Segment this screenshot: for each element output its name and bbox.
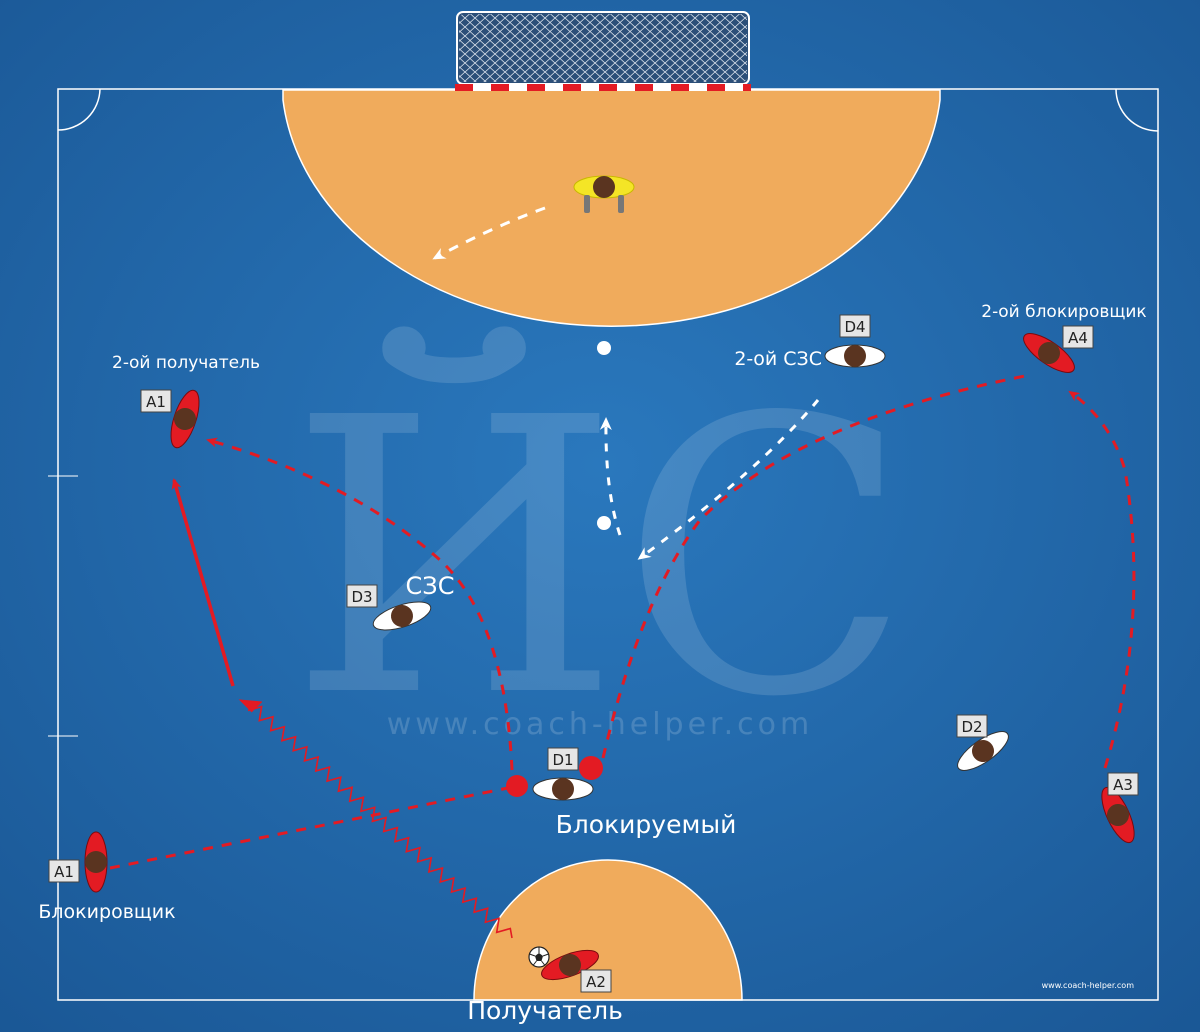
penalty-area-top — [282, 89, 941, 327]
attacker-a3 — [1101, 786, 1135, 844]
tag-d4: D4 — [839, 314, 871, 338]
path-second-receiver-run — [206, 437, 514, 771]
svg-text:A1: A1 — [54, 863, 74, 881]
watermark-url: www.coach-helper.com — [387, 707, 813, 742]
corner-arc-top-right — [1115, 88, 1159, 132]
penalty-mark — [597, 341, 611, 355]
defender-d4 — [824, 344, 886, 368]
corner-arc-top-left — [57, 88, 101, 131]
attacker-a2 — [541, 949, 599, 981]
pass-arrow — [171, 478, 235, 687]
corner-credit: www.coach-helper.com — [1042, 981, 1135, 990]
tag-d2: D2 — [956, 714, 988, 738]
svg-text:D3: D3 — [351, 588, 372, 606]
svg-text:D1: D1 — [552, 751, 573, 769]
defender-d1 — [532, 777, 594, 801]
defender-d3 — [372, 601, 432, 631]
path-blocker-run — [109, 786, 509, 870]
label-blocker: Блокировщик — [38, 901, 175, 923]
label-szs: СЗС — [406, 572, 455, 600]
svg-text:D4: D4 — [844, 318, 865, 336]
tag-a1-bottom: A1 — [48, 859, 80, 883]
label-receiver: Получатель — [467, 996, 623, 1025]
path-second-szs-move — [637, 399, 820, 560]
attacker-a1-bottom — [84, 831, 108, 893]
defender-d2 — [957, 731, 1009, 771]
block-marker-left — [506, 775, 528, 797]
tag-d3: D3 — [346, 584, 378, 608]
svg-text:A3: A3 — [1113, 776, 1133, 794]
label-second-szs: 2-ой СЗС — [734, 348, 822, 370]
path-szs-move — [599, 417, 622, 536]
tag-a3: A3 — [1107, 772, 1139, 796]
label-blocked: Блокируемый — [556, 810, 737, 839]
goalkeeper — [573, 175, 635, 213]
path-blocked-run — [601, 373, 1031, 759]
svg-text:A1: A1 — [146, 393, 166, 411]
tag-a4: A4 — [1062, 325, 1094, 349]
tag-a1-top: A1 — [140, 389, 172, 413]
watermark-monogram: ЙС — [289, 322, 911, 780]
svg-text:D2: D2 — [961, 718, 982, 736]
label-second-receiver: 2-ой получатель — [112, 353, 260, 373]
dribble-arrowhead — [238, 699, 263, 713]
attacker-a4 — [1023, 333, 1075, 373]
goal-net — [455, 11, 751, 91]
attacker-a1-top — [170, 389, 200, 449]
block-marker-right — [579, 756, 603, 780]
path-second-blocker-run — [1068, 390, 1136, 769]
watermark: ЙС — [289, 322, 911, 780]
svg-text:A2: A2 — [586, 973, 606, 991]
second-penalty-mark — [597, 516, 611, 530]
tag-d1: D1 — [547, 747, 579, 771]
tag-a2: A2 — [580, 969, 612, 993]
dribble-path — [247, 705, 513, 939]
path-goalkeeper-move — [432, 206, 546, 260]
svg-text:A4: A4 — [1068, 329, 1088, 347]
ball-icon — [528, 946, 550, 968]
label-second-blocker: 2-ой блокировщик — [981, 302, 1146, 322]
